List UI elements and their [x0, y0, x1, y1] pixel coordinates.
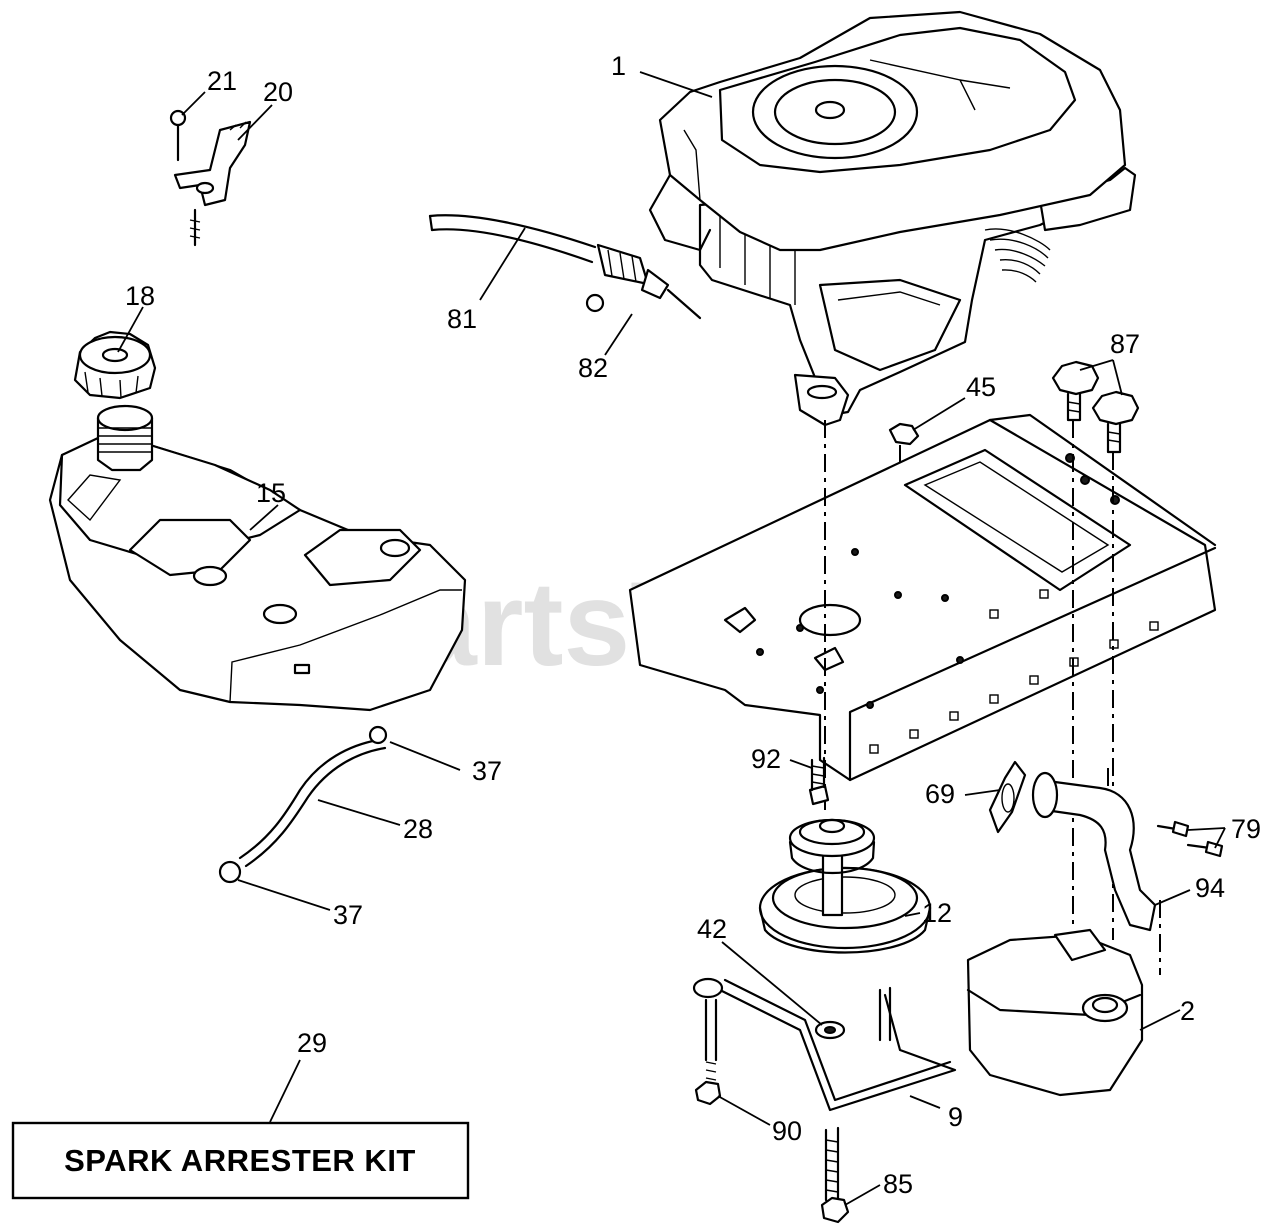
exhaust-gasket-part[interactable]	[988, 760, 1027, 834]
chassis-plate	[628, 413, 1217, 782]
callout-82: 82	[578, 353, 608, 383]
callout-29: 29	[297, 1028, 327, 1058]
callout-85: 85	[883, 1169, 913, 1199]
callout-2: 2	[1180, 996, 1195, 1026]
knob-bolt-left-part[interactable]	[1051, 360, 1100, 422]
belt-guide-part[interactable]	[692, 977, 957, 1112]
engine-part[interactable]	[648, 10, 1137, 427]
engine-pulley-part[interactable]	[758, 818, 932, 954]
fuel-tank-part[interactable]	[48, 404, 467, 712]
callout-92: 92	[751, 744, 781, 774]
bracket-screw-part[interactable]	[169, 109, 187, 162]
cap-screw-90-part[interactable]	[694, 998, 722, 1106]
callout-labels: 1 2 9 12 15 18 20 21 28 29 37 37 42 45 6…	[125, 51, 1261, 1199]
callout-94: 94	[1195, 873, 1225, 903]
callout-69: 69	[925, 779, 955, 809]
callout-20: 20	[263, 77, 293, 107]
assembly-centerlines	[824, 420, 1161, 975]
callout-1: 1	[611, 51, 626, 81]
callout-87: 87	[1110, 329, 1140, 359]
spark-arrester-kit-label: SPARK ARRESTER KIT	[64, 1143, 416, 1178]
callout-9: 9	[948, 1102, 963, 1132]
callout-37-lower: 37	[333, 900, 363, 930]
callout-90: 90	[772, 1116, 802, 1146]
hose-clamp-lower-part[interactable]	[218, 860, 242, 884]
callout-15: 15	[256, 478, 286, 508]
cap-screw-85-part[interactable]	[820, 1126, 850, 1224]
callout-28: 28	[403, 814, 433, 844]
fuel-cap-part[interactable]	[73, 330, 157, 400]
callout-42: 42	[697, 914, 727, 944]
callout-81: 81	[447, 304, 477, 334]
muffler-screw-lower-part[interactable]	[1156, 820, 1190, 838]
callout-37-upper: 37	[472, 756, 502, 786]
spark-arrester-kit-box[interactable]: SPARK ARRESTER KIT	[11, 1121, 470, 1200]
leader-lines	[117, 71, 1226, 1206]
washer-part[interactable]	[814, 1020, 846, 1040]
callout-12: 12	[922, 898, 952, 928]
cap-screw-92-part[interactable]	[808, 756, 830, 806]
callout-45: 45	[966, 372, 996, 402]
control-bracket-part[interactable]	[173, 120, 252, 247]
muffler-part[interactable]	[966, 928, 1144, 1097]
fuel-fitting-part[interactable]	[585, 243, 702, 320]
hex-nut-part[interactable]	[888, 422, 920, 446]
callout-18: 18	[125, 281, 155, 311]
callout-79: 79	[1231, 814, 1261, 844]
fuel-line-part[interactable]	[428, 214, 597, 264]
hose-clamp-upper-part[interactable]	[368, 725, 388, 745]
callout-21: 21	[207, 66, 237, 96]
knob-bolt-right-part[interactable]	[1091, 390, 1140, 454]
fuel-hose-part[interactable]	[238, 738, 387, 868]
exhaust-pipe-part[interactable]	[1031, 771, 1157, 932]
